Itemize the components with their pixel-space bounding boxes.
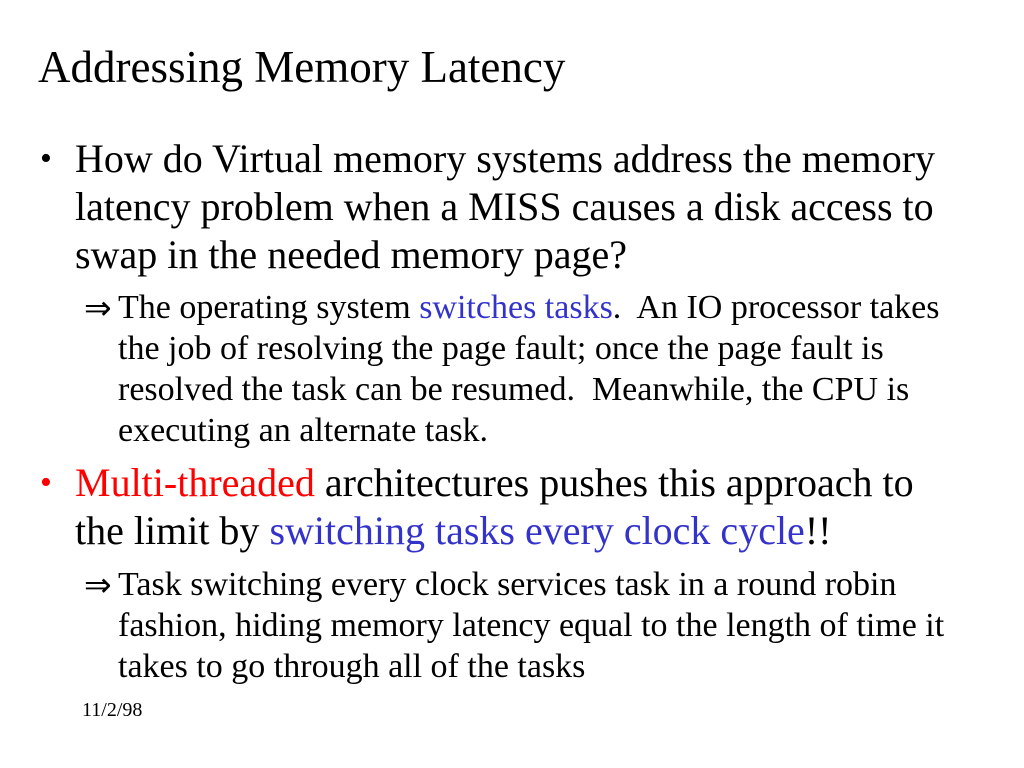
bullet1-line3: swap in the needed memory page? xyxy=(75,232,628,277)
sub1-line1-emphasis: switches tasks xyxy=(419,289,613,326)
sub1-line4: executing an alternate task. xyxy=(118,412,489,449)
bullet1-line1: How do Virtual memory systems address th… xyxy=(75,136,936,181)
sub2-line3: takes to go through all of the tasks xyxy=(118,648,586,685)
sub1-line1: The operating system switches tasks. An … xyxy=(118,287,940,328)
slide-date: 11/2/98 xyxy=(82,699,143,721)
sub1-line3: resolved the task can be resumed. Meanwh… xyxy=(118,371,910,408)
sub-bullet-os-switches-tasks: ⇒ The operating system switches tasks. A… xyxy=(84,287,940,451)
bullet1-line2: latency problem when a MISS causes a dis… xyxy=(75,184,934,229)
sub2-line1: Task switching every clock services task… xyxy=(118,566,897,603)
bullet2-line2-post: !! xyxy=(804,508,832,553)
double-arrow-icon: ⇒ xyxy=(84,288,112,327)
bullet-item-virtual-memory: • How do Virtual memory systems address … xyxy=(38,135,935,279)
double-arrow-icon: ⇒ xyxy=(84,565,112,604)
bullet2-line1-post: architectures pushes this approach to xyxy=(314,460,914,505)
sub-bullet-round-robin: ⇒ Task switching every clock services ta… xyxy=(84,564,944,687)
bullet2-line2: the limit by switching tasks every clock… xyxy=(75,507,914,555)
bullet-icon: • xyxy=(40,464,52,501)
slide-title: Addressing Memory Latency xyxy=(38,42,566,92)
bullet2-line1: Multi-threaded architectures pushes this… xyxy=(75,459,914,507)
bullet-icon: • xyxy=(40,140,52,177)
sub1-line1-post: . An IO processor takes xyxy=(612,289,940,326)
bullet2-line2-emphasis: switching tasks every clock cycle xyxy=(269,508,805,553)
bullet2-line1-emphasis: Multi-threaded xyxy=(75,460,315,505)
sub1-line1-pre: The operating system xyxy=(118,289,420,326)
bullet2-line2-pre: the limit by xyxy=(75,508,270,553)
sub2-line2: fashion, hiding memory latency equal to … xyxy=(118,607,945,644)
sub1-line2: the job of resolving the page fault; onc… xyxy=(118,330,884,367)
bullet-item-multi-threaded: • Multi-threaded architectures pushes th… xyxy=(38,459,914,555)
